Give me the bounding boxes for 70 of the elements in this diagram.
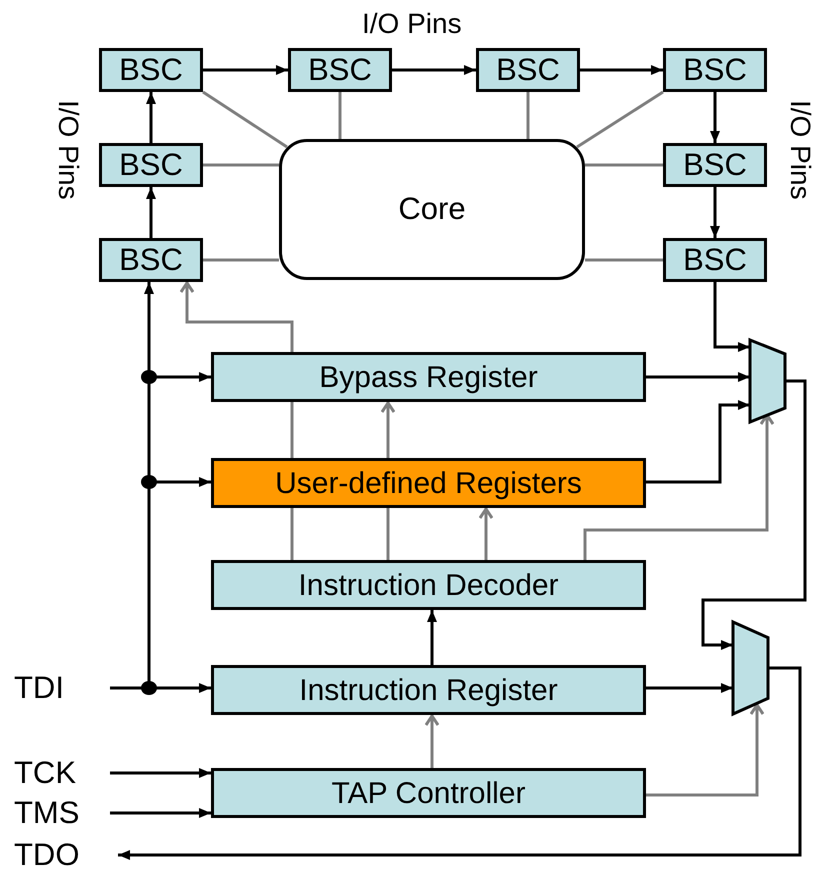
connector-line <box>526 92 530 139</box>
cell-box <box>663 238 767 282</box>
cell-box <box>476 48 580 92</box>
arrow <box>146 187 156 238</box>
register-box <box>211 458 646 508</box>
box-label: BSC <box>683 148 747 182</box>
connector-line <box>290 402 294 458</box>
arrow <box>580 65 663 75</box>
box-label: TAP Controller <box>332 776 526 810</box>
arrow <box>380 402 396 458</box>
connector-line <box>576 90 664 148</box>
arrow <box>646 372 750 382</box>
arrow <box>710 187 720 238</box>
register-box <box>211 352 646 402</box>
multiplexer-symbol <box>733 622 768 714</box>
box-label: Instruction Register <box>299 674 558 706</box>
box-label: Bypass Register <box>319 360 538 394</box>
connector-line <box>290 508 294 560</box>
connector-line <box>386 508 390 560</box>
arrow <box>110 768 211 778</box>
box-label: BSC <box>119 148 183 182</box>
arrow <box>478 508 494 560</box>
signal-label: TMS <box>14 795 110 831</box>
arrow <box>118 666 802 860</box>
box-label: BSC <box>119 242 183 278</box>
pin-label: I/O Pins <box>362 10 462 38</box>
cell-box <box>99 143 203 187</box>
connector-line <box>585 164 663 166</box>
cell-box <box>288 48 392 92</box>
connector-line <box>338 92 342 139</box>
signal-label: TDO <box>14 837 118 873</box>
arrow <box>392 65 476 75</box>
arrow <box>646 683 733 693</box>
box-label: BSC <box>308 52 372 88</box>
cell-box <box>99 48 203 92</box>
connector-line <box>203 258 279 262</box>
box-label: BSC <box>496 52 560 88</box>
signal-label: TCK <box>14 755 110 791</box>
multiplexer-symbol <box>750 340 785 422</box>
box-label: Core <box>398 192 466 227</box>
arrow <box>180 282 294 352</box>
box-label: User-defined Registers <box>275 466 582 500</box>
arrow <box>146 92 156 143</box>
arrow <box>702 380 806 650</box>
register-box <box>211 665 646 715</box>
cell-box <box>99 238 203 282</box>
connector-line <box>203 164 279 166</box>
arrow <box>646 704 764 796</box>
connector-line <box>585 258 663 262</box>
pin-label: I/O Pins <box>54 100 82 200</box>
arrow <box>203 65 288 75</box>
arrow <box>714 282 750 352</box>
signal-label: TDI <box>14 670 110 706</box>
cell-box <box>663 143 767 187</box>
arrow <box>110 808 211 818</box>
arrow <box>710 92 720 143</box>
arrow <box>427 610 437 665</box>
core-box <box>279 139 585 280</box>
arrow <box>424 714 440 768</box>
connector-line <box>202 90 288 148</box>
box-label: BSC <box>119 52 183 88</box>
box-label: Instruction Decoder <box>298 568 559 602</box>
arrow <box>584 414 774 560</box>
pin-label: I/O Pins <box>786 100 814 200</box>
box-label: BSC <box>683 242 747 278</box>
register-box <box>211 768 646 818</box>
box-label: BSC <box>683 52 747 88</box>
register-box <box>211 560 646 610</box>
arrow <box>646 400 750 484</box>
cell-box <box>663 48 767 92</box>
